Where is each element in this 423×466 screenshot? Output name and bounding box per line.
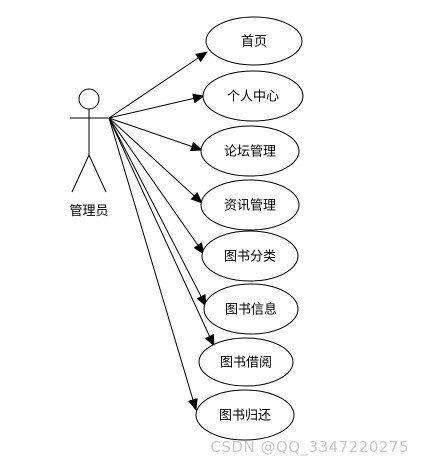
association-arrow — [108, 93, 205, 119]
association-arrow — [108, 117, 203, 152]
association-arrow — [108, 117, 205, 255]
use-case-label: 图书分类 — [224, 250, 276, 265]
use-case-label: 论坛管理 — [224, 145, 276, 160]
use-case-ellipse — [195, 389, 295, 441]
association-arrow — [108, 117, 207, 307]
use-case-8: 图书归还 — [195, 389, 295, 441]
association-arrow — [108, 117, 215, 347]
use-case-label: 图书信息 — [225, 302, 277, 318]
use-case-ellipse — [198, 337, 294, 387]
actor-label: 管理员 — [69, 204, 108, 219]
use-case-label: 资讯管理 — [224, 199, 276, 214]
use-case-label: 首页 — [241, 35, 267, 50]
use-case-ellipse — [202, 70, 304, 122]
use-case-ellipse — [200, 179, 300, 231]
use-case-ellipse — [203, 283, 299, 335]
use-case-ellipse — [201, 230, 299, 282]
association-arrow — [108, 117, 203, 204]
associations — [108, 51, 215, 411]
use-case-ellipse — [200, 125, 300, 177]
use-case-6: 图书信息 — [203, 283, 299, 335]
use-case-5: 图书分类 — [201, 230, 299, 282]
actor-figure — [70, 88, 108, 193]
use-case-2: 个人中心 — [202, 70, 304, 122]
use-case-label: 图书借阅 — [220, 356, 272, 371]
actor-right-leg — [88, 154, 107, 193]
association-arrow — [108, 51, 208, 119]
use-case-3: 论坛管理 — [200, 125, 300, 177]
use-case-1: 首页 — [205, 16, 303, 66]
use-case-label: 图书归还 — [219, 409, 271, 424]
actor-head — [78, 88, 100, 110]
association-arrow — [108, 117, 198, 411]
use-case-7: 图书借阅 — [198, 337, 294, 387]
watermark-text: CSDN @QQ_3347220275 — [210, 438, 409, 457]
actor-left-leg — [71, 154, 90, 193]
use-case-4: 资讯管理 — [200, 179, 300, 231]
use-case-ellipse — [205, 16, 303, 66]
use-case-label: 个人中心 — [227, 90, 279, 105]
